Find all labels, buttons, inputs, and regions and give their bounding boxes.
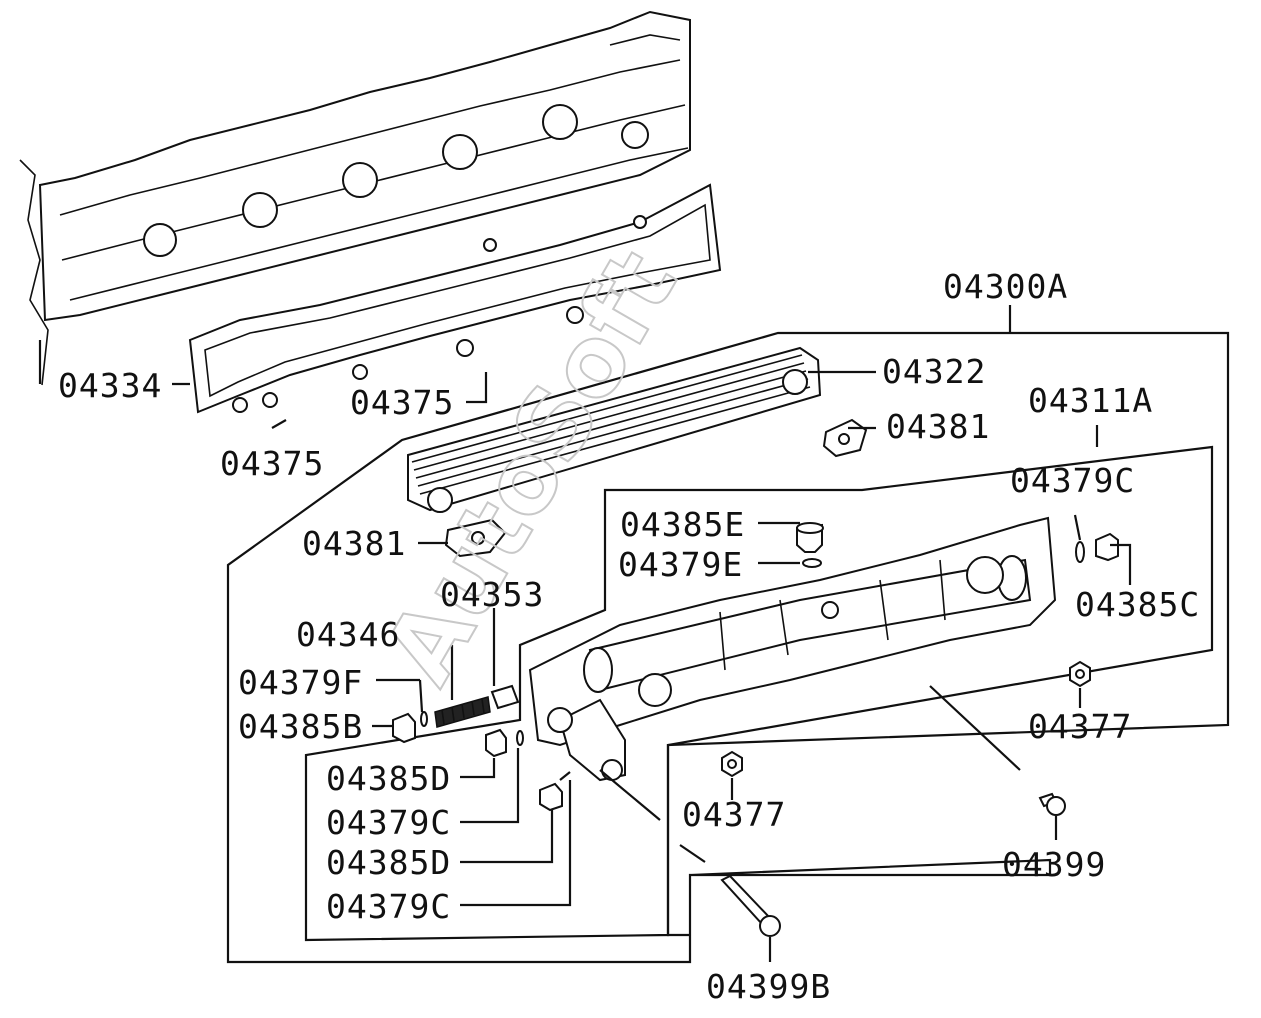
callout-04379E: 04379E — [618, 545, 743, 584]
oring-04379E — [802, 558, 822, 568]
callout-04300A: 04300A — [943, 267, 1068, 306]
bolt-04399 — [1038, 792, 1066, 816]
assembly-04311A-frame — [304, 445, 1214, 942]
callout-04385E: 04385E — [620, 505, 745, 544]
callout-04385D-1: 04385D — [326, 759, 451, 798]
plug-04385D-lower — [539, 782, 563, 812]
callout-04334: 04334 — [58, 366, 162, 405]
oring-04379F — [420, 711, 428, 727]
cooler-case-drawing — [528, 516, 1057, 782]
callout-04377-right: 04377 — [1028, 707, 1132, 746]
callout-04379C-1: 04379C — [326, 803, 451, 842]
callout-04381-left: 04381 — [302, 524, 406, 563]
spring-04346 — [434, 696, 491, 728]
callout-labels: 04300A 04322 04311A 04381 04381 04334 04… — [58, 267, 1200, 1006]
callout-04399B: 04399B — [706, 967, 831, 1006]
callout-04399: 04399 — [1002, 845, 1106, 884]
oring-04379C-upper — [516, 730, 524, 746]
callout-04346: 04346 — [296, 615, 400, 654]
gasket-drawing — [188, 183, 722, 414]
valve-04353 — [490, 684, 520, 710]
callout-04375-upper: 04375 — [350, 383, 454, 422]
callout-04322: 04322 — [882, 352, 986, 391]
plug-04385B — [392, 712, 416, 744]
bolt-04399B — [720, 874, 781, 937]
callout-04311A: 04311A — [1028, 381, 1153, 420]
callout-04379C-right: 04379C — [1010, 461, 1135, 500]
cylinder-head-drawing — [19, 10, 691, 386]
plug-04385C — [1095, 532, 1119, 562]
oil-cooler-drawing — [407, 346, 822, 513]
callout-04385C: 04385C — [1075, 585, 1200, 624]
callout-04375-lower: 04375 — [220, 444, 324, 483]
callout-04385D-2: 04385D — [326, 843, 451, 882]
leader-lines — [38, 340, 1132, 962]
assembly-04300A-frame — [226, 331, 1230, 964]
callout-04377-lower: 04377 — [682, 795, 786, 834]
callout-04385B: 04385B — [238, 707, 363, 746]
callout-04379F: 04379F — [238, 663, 363, 702]
plug-04385D-upper — [485, 728, 507, 758]
oring-04379C-right — [1075, 541, 1085, 563]
callout-04381-right: 04381 — [886, 407, 990, 446]
callout-04379C-2: 04379C — [326, 887, 451, 926]
callout-04353: 04353 — [440, 575, 544, 614]
